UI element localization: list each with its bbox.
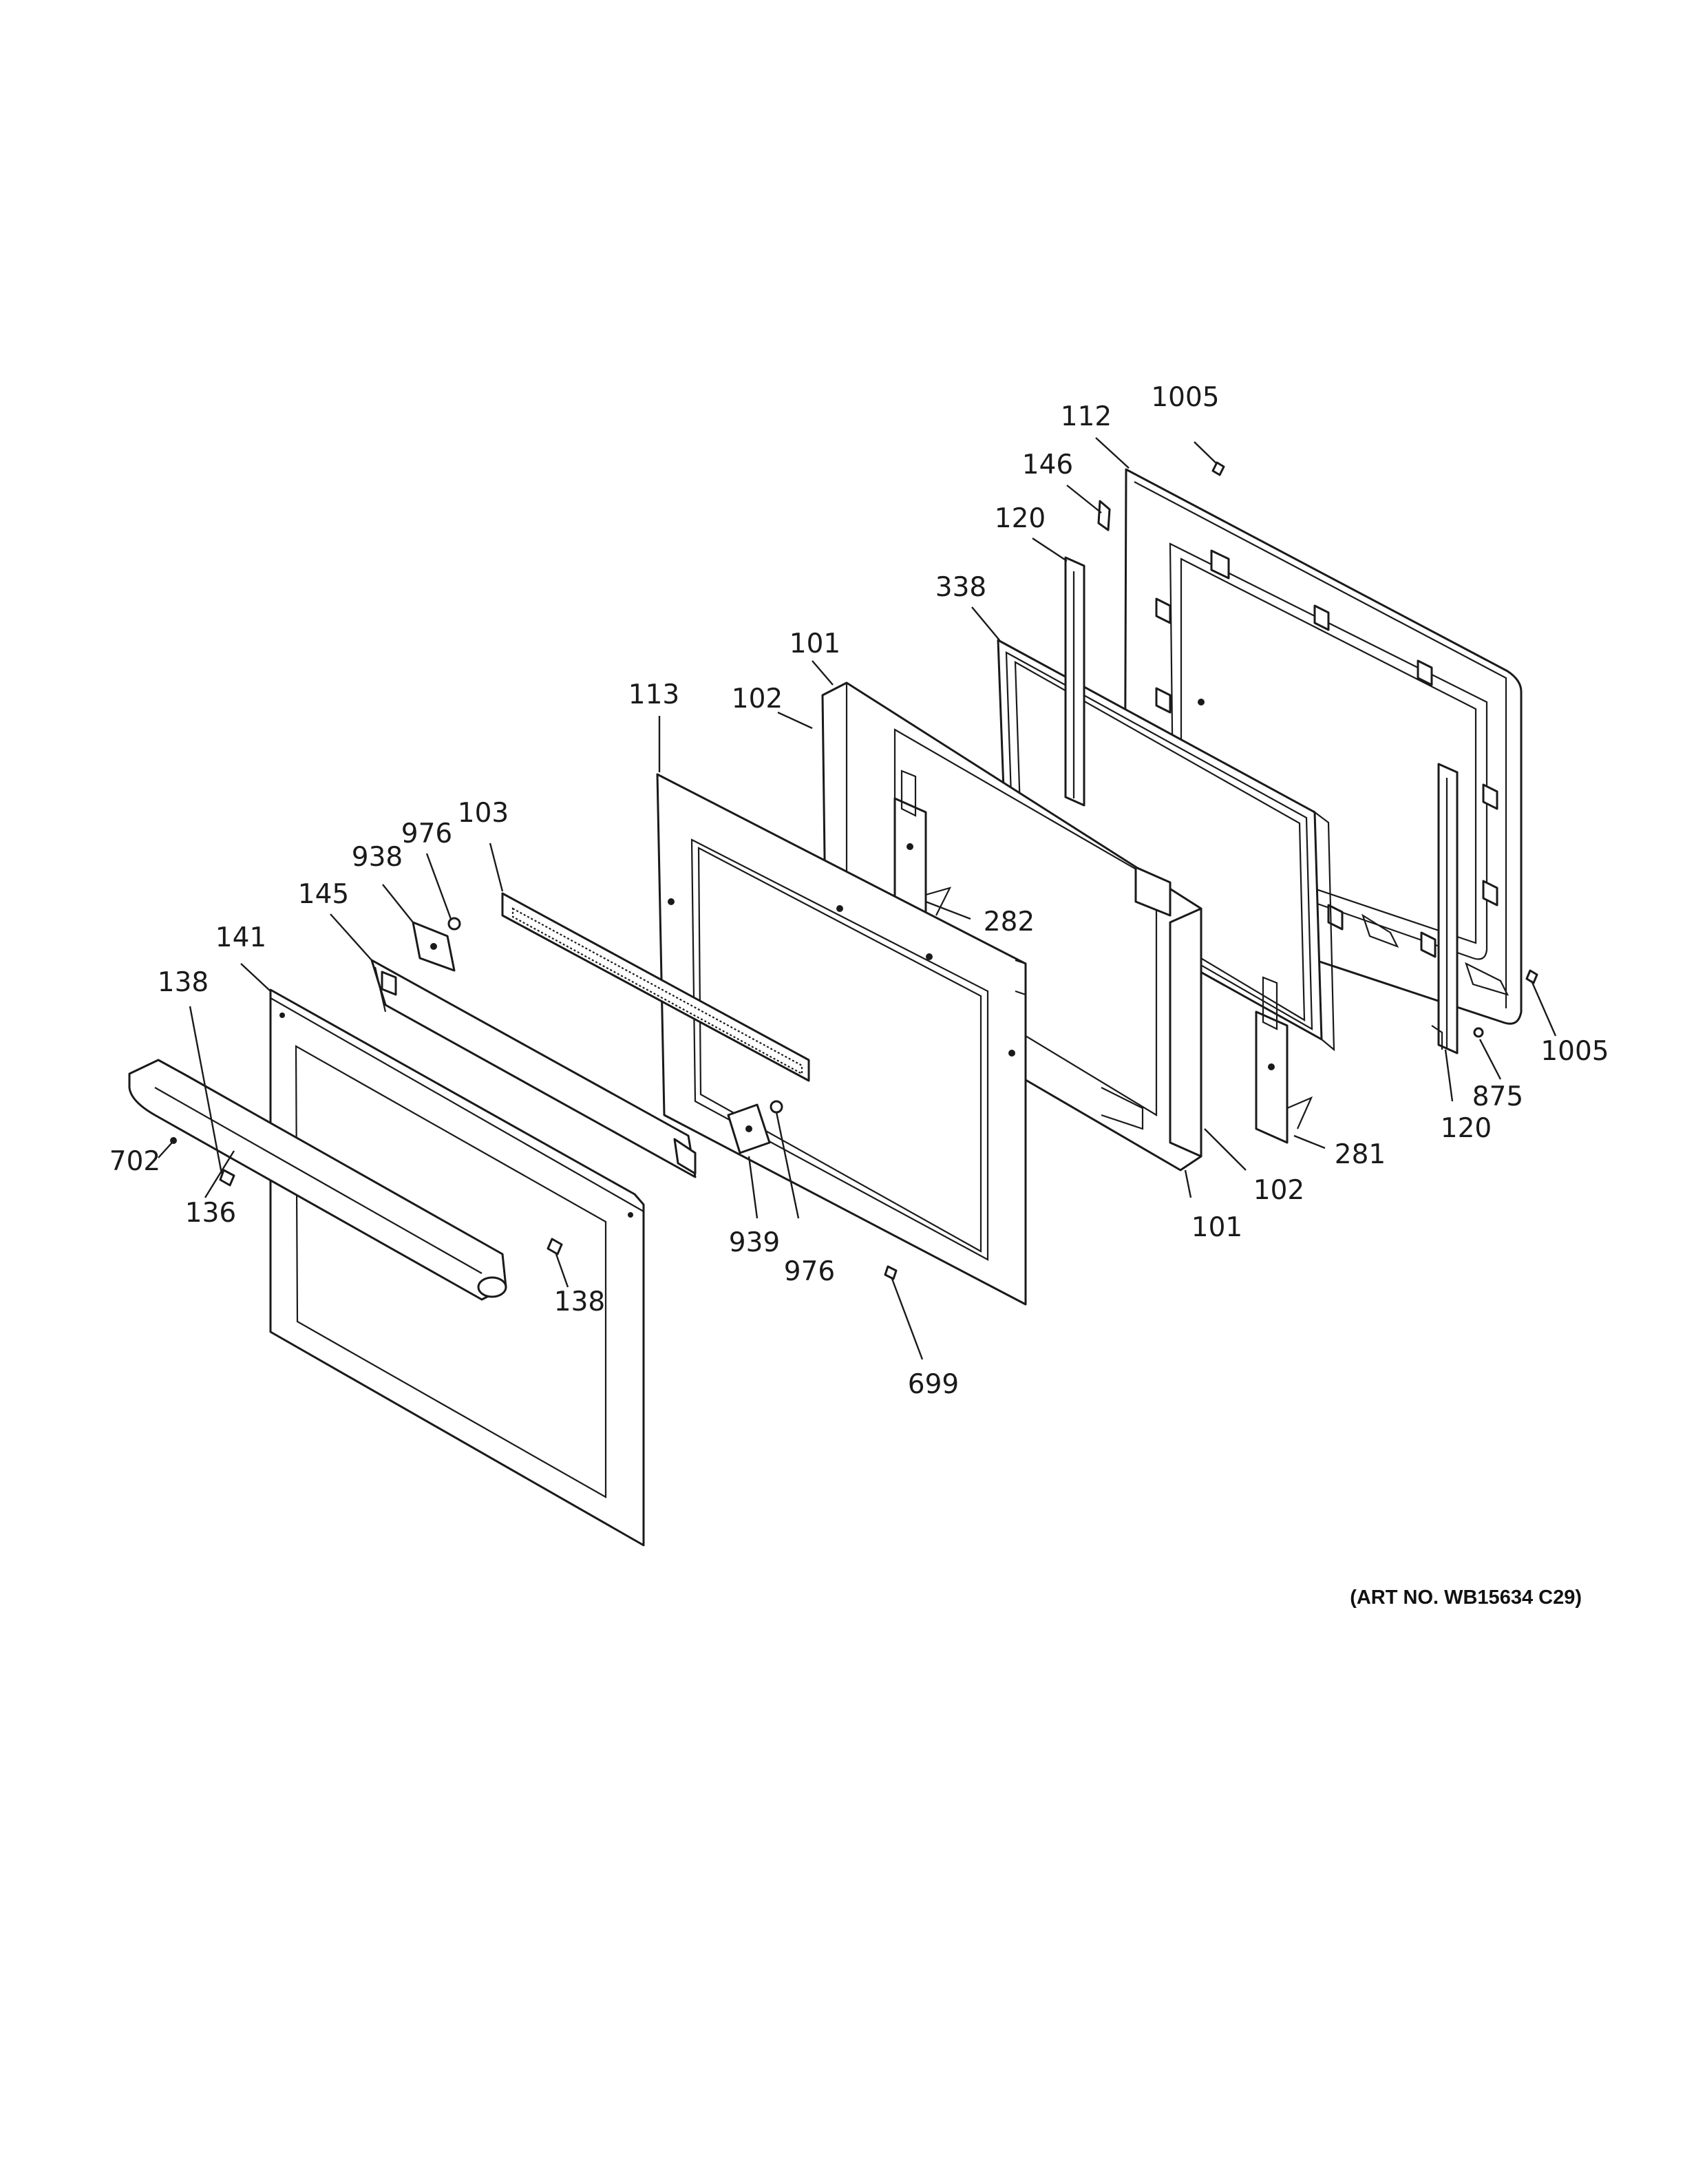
callout-1005-right: 1005 <box>1540 1036 1609 1067</box>
callout-702: 702 <box>109 1146 160 1177</box>
callout-138-right: 138 <box>554 1286 605 1317</box>
callout-138-left: 138 <box>158 967 209 998</box>
callout-120-bottom: 120 <box>1441 1113 1492 1144</box>
part-103-vent-strip <box>501 892 810 1082</box>
callout-976-top: 976 <box>401 818 452 849</box>
callout-113: 113 <box>628 679 679 710</box>
art-number: (ART NO. WB15634 C29) <box>1350 1587 1582 1609</box>
part-938-bracket <box>412 921 456 972</box>
callout-101-top: 101 <box>789 628 840 659</box>
callout-102-bottom: 102 <box>1253 1175 1304 1206</box>
callout-146: 146 <box>1022 449 1073 480</box>
callout-101-bottom: 101 <box>1191 1212 1242 1243</box>
callout-labels: 1005 112 146 120 338 101 102 113 976 103… <box>109 382 1609 1400</box>
leader-lines <box>158 437 1557 1360</box>
callout-699: 699 <box>908 1369 959 1400</box>
callout-282: 282 <box>984 907 1035 937</box>
callout-939: 939 <box>729 1227 780 1258</box>
part-120-channel-left <box>1064 556 1085 807</box>
callout-938: 938 <box>352 842 403 873</box>
hardware-fasteners <box>170 461 1538 1280</box>
part-939-bracket <box>727 1103 771 1154</box>
callout-120-top: 120 <box>995 503 1046 534</box>
part-145-trim-strip <box>370 959 697 1178</box>
part-136-handle <box>128 1059 507 1301</box>
callout-112: 112 <box>1061 401 1112 432</box>
callout-145: 145 <box>298 879 349 910</box>
callout-141: 141 <box>215 922 266 953</box>
callout-136: 136 <box>185 1198 236 1229</box>
callout-875: 875 <box>1472 1081 1523 1112</box>
callout-103: 103 <box>458 798 509 829</box>
part-120-channel-right <box>1431 763 1459 1054</box>
part-281-hinge-right <box>1255 976 1313 1144</box>
callout-1005-top: 1005 <box>1151 382 1219 413</box>
callout-338: 338 <box>935 572 986 603</box>
callout-102-top: 102 <box>732 683 783 714</box>
callout-976-bottom: 976 <box>784 1256 835 1287</box>
callout-281: 281 <box>1335 1139 1386 1170</box>
